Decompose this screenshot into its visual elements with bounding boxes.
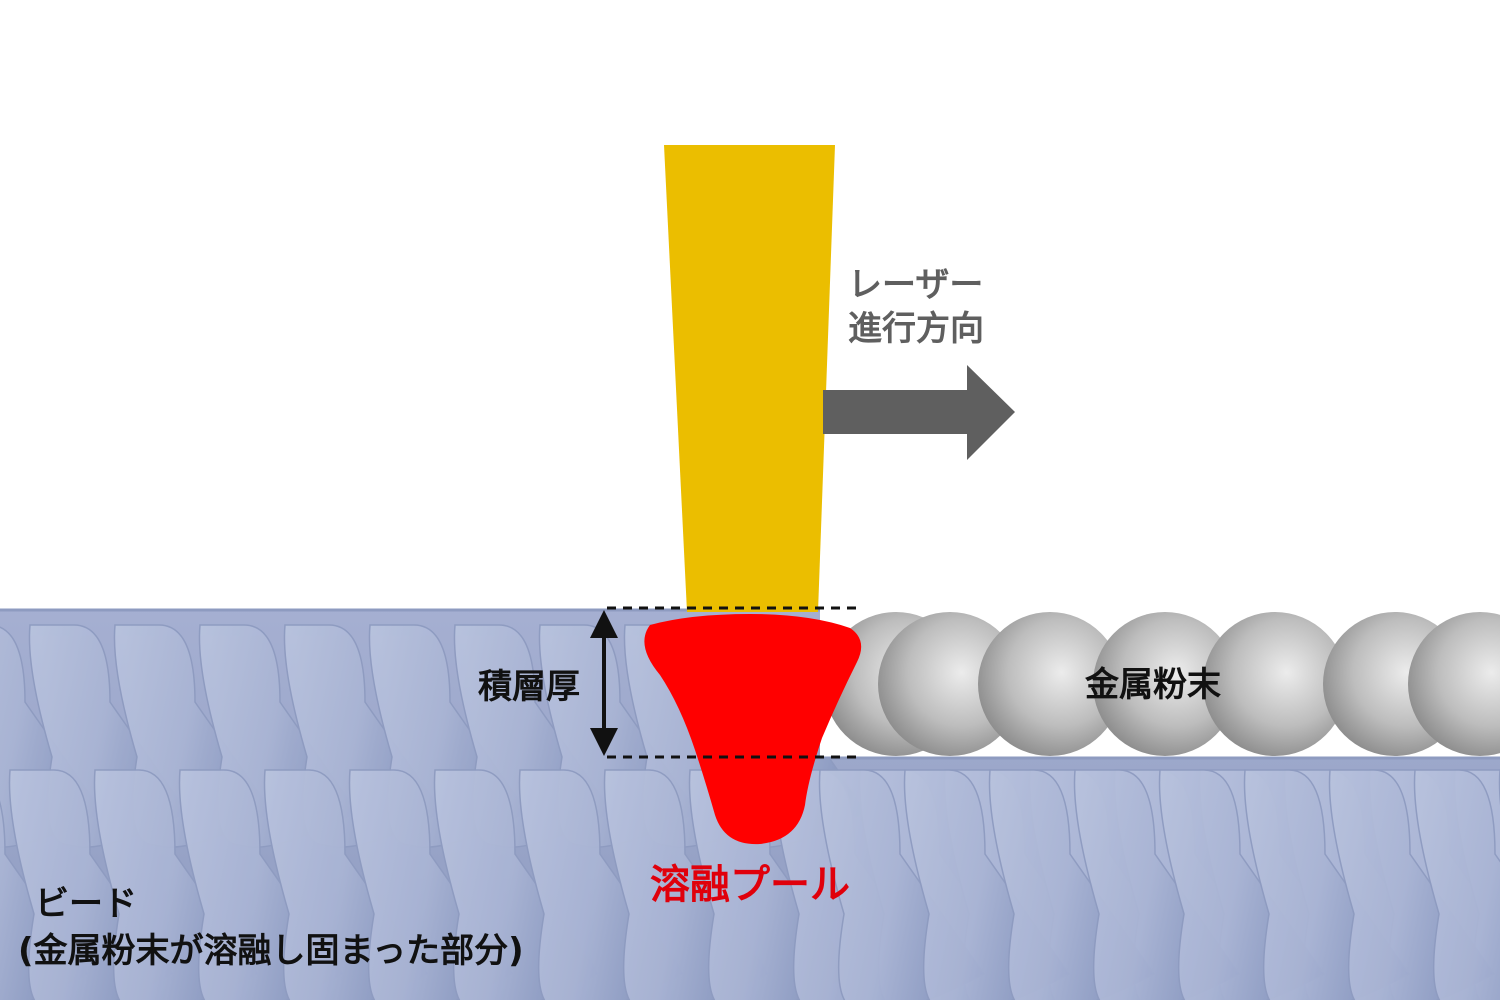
bead-label-line1: ビード xyxy=(35,884,137,924)
direction-label-line1: レーザー xyxy=(848,265,983,305)
powder-particle xyxy=(878,612,1022,756)
melt-pool xyxy=(644,614,862,845)
double-vertical-arrow-icon xyxy=(590,610,618,756)
laser-beam xyxy=(664,145,835,612)
bead-scales-right xyxy=(818,769,1500,1000)
powder-particle xyxy=(978,612,1122,756)
powder-particle xyxy=(1093,612,1237,756)
melt-pool-label: 溶融プール xyxy=(650,862,850,908)
powder-particle xyxy=(1408,612,1500,756)
right-arrow-icon xyxy=(823,365,1015,460)
direction-label-line2: 進行方向 xyxy=(848,309,984,349)
thickness-label: 積層厚 xyxy=(478,667,580,707)
bead-label-line2: (金属粉末が溶融し固まった部分) xyxy=(18,931,524,971)
powder-label: 金属粉末 xyxy=(1084,665,1221,705)
powder-particle xyxy=(1203,612,1347,756)
bead-scale xyxy=(1413,769,1500,1000)
